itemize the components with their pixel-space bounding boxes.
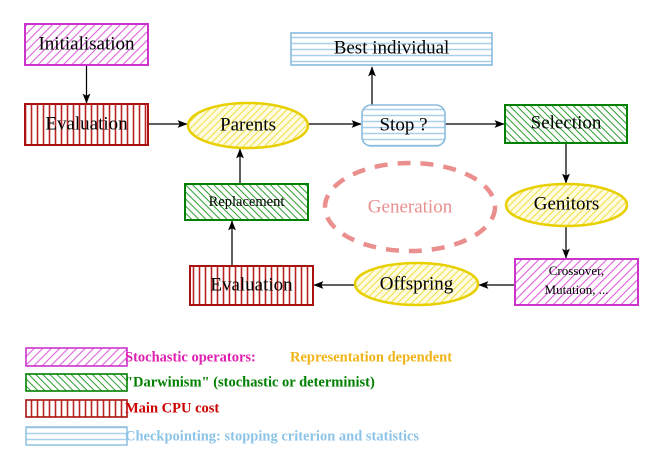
node-stop[interactable]: Stop ?	[361, 104, 446, 147]
node-crossover[interactable]: Crossover, Mutation, ...	[514, 258, 639, 306]
crossover-label-line1: Crossover,	[549, 263, 604, 278]
node-generation: Generation	[322, 160, 498, 254]
legend-item-darwinism: "Darwinism" (stochastic or determinist)	[25, 373, 375, 392]
legend: Stochastic operators: Representation dep…	[25, 347, 452, 446]
parents-label: Parents	[220, 114, 276, 135]
generation-label: Generation	[368, 196, 453, 217]
legend-swatch-red-vertical	[25, 399, 128, 418]
selection-box[interactable]	[504, 104, 628, 144]
initialisation-box[interactable]	[24, 23, 149, 66]
legend-label-representation-dependent: Representation dependent	[290, 349, 452, 365]
evaluation-top-label: Evaluation	[45, 113, 128, 134]
node-replacement[interactable]: Replacement	[184, 183, 309, 221]
crossover-label-line2: Mutation, ...	[545, 282, 609, 297]
legend-label-stochastic-operators: Stochastic operators:	[125, 349, 256, 365]
node-parents[interactable]: Parents	[186, 101, 310, 150]
node-genitors[interactable]: Genitors	[504, 182, 629, 228]
parents-ellipse[interactable]	[186, 101, 310, 150]
genitors-label: Genitors	[534, 193, 599, 214]
legend-swatch-magenta-diagonal	[25, 347, 128, 367]
legend-swatch-blue-horizontal	[25, 426, 128, 446]
node-initialisation[interactable]: Initialisation	[24, 23, 149, 66]
generation-dashed-outline	[322, 160, 498, 254]
replacement-box[interactable]	[184, 183, 309, 221]
legend-item-main-cpu-cost: Main CPU cost	[25, 399, 219, 418]
evaluation-bottom-box[interactable]	[189, 265, 314, 306]
offspring-ellipse[interactable]	[353, 261, 480, 307]
node-selection[interactable]: Selection	[504, 104, 628, 144]
offspring-label: Offspring	[380, 273, 454, 294]
best-individual-box[interactable]	[290, 32, 493, 66]
stop-label: Stop ?	[379, 114, 427, 135]
node-best-individual[interactable]: Best individual	[290, 32, 493, 66]
replacement-label: Replacement	[209, 194, 285, 210]
best-individual-label: Best individual	[334, 37, 450, 58]
selection-label: Selection	[531, 112, 602, 133]
evaluation-top-box[interactable]	[24, 103, 149, 146]
initialisation-label: Initialisation	[38, 33, 135, 54]
node-evaluation-bottom[interactable]: Evaluation	[189, 265, 314, 306]
evaluation-bottom-label: Evaluation	[210, 274, 293, 295]
legend-item-checkpointing: Checkpointing: stopping criterion and st…	[25, 426, 419, 446]
legend-item-stochastic-operators: Stochastic operators: Representation dep…	[25, 347, 452, 367]
legend-swatch-green-diagonal	[25, 373, 128, 392]
node-evaluation-top[interactable]: Evaluation	[24, 103, 149, 146]
legend-label-main-cpu-cost: Main CPU cost	[125, 400, 219, 416]
node-offspring[interactable]: Offspring	[353, 261, 480, 307]
genitors-ellipse[interactable]	[504, 182, 629, 228]
legend-label-darwinism: "Darwinism" (stochastic or determinist)	[125, 374, 375, 390]
crossover-box[interactable]	[514, 258, 639, 306]
edge-layer	[82, 65, 570, 289]
legend-label-checkpointing: Checkpointing: stopping criterion and st…	[125, 428, 419, 444]
stop-box[interactable]	[361, 104, 446, 147]
